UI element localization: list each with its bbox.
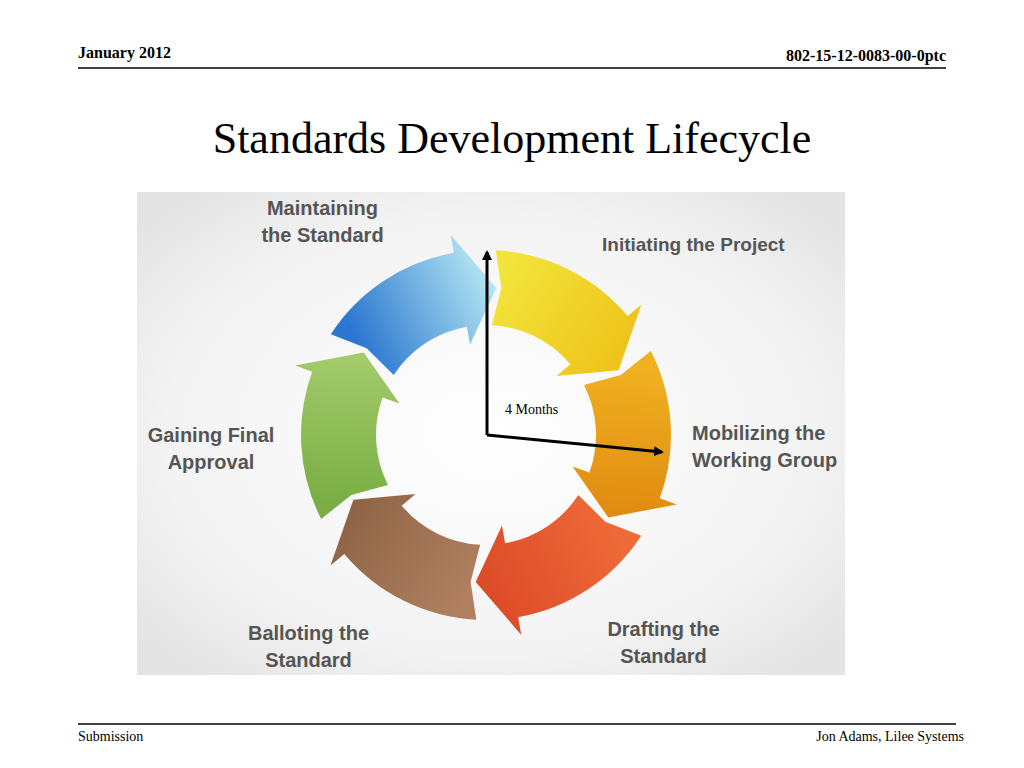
cycle-arrow-segment [492,250,642,376]
clock-hand [487,435,662,452]
clock-hand [486,252,489,435]
cycle-arrow-segment [476,495,642,635]
stage-label: Balloting the Standard [236,620,381,674]
cycle-arrow-segment [573,351,677,518]
stage-label: Mobilizing the Working Group [692,420,854,474]
stage-label: Maintaining the Standard [250,195,395,249]
footer-label: Submission [78,729,143,745]
cycle-arrow-segment [331,494,481,620]
cycle-arrow-segment [295,353,399,520]
footer-author: Jon Adams, Lilee Systems [816,729,964,745]
header-date: January 2012 [78,44,171,62]
stage-label: Initiating the Project [602,231,785,258]
cycle-arrow-segment [331,235,497,375]
stage-label: Drafting the Standard [596,616,731,670]
duration-label: 4 Months [505,402,558,418]
document-number: 802-15-12-0083-00-0ptc [786,47,946,65]
stage-label: Gaining Final Approval [136,422,286,476]
slide-title: Standards Development Lifecycle [0,112,1024,166]
cycle-ring [295,235,677,635]
header-rule [78,67,946,69]
footer-rule [78,723,956,725]
